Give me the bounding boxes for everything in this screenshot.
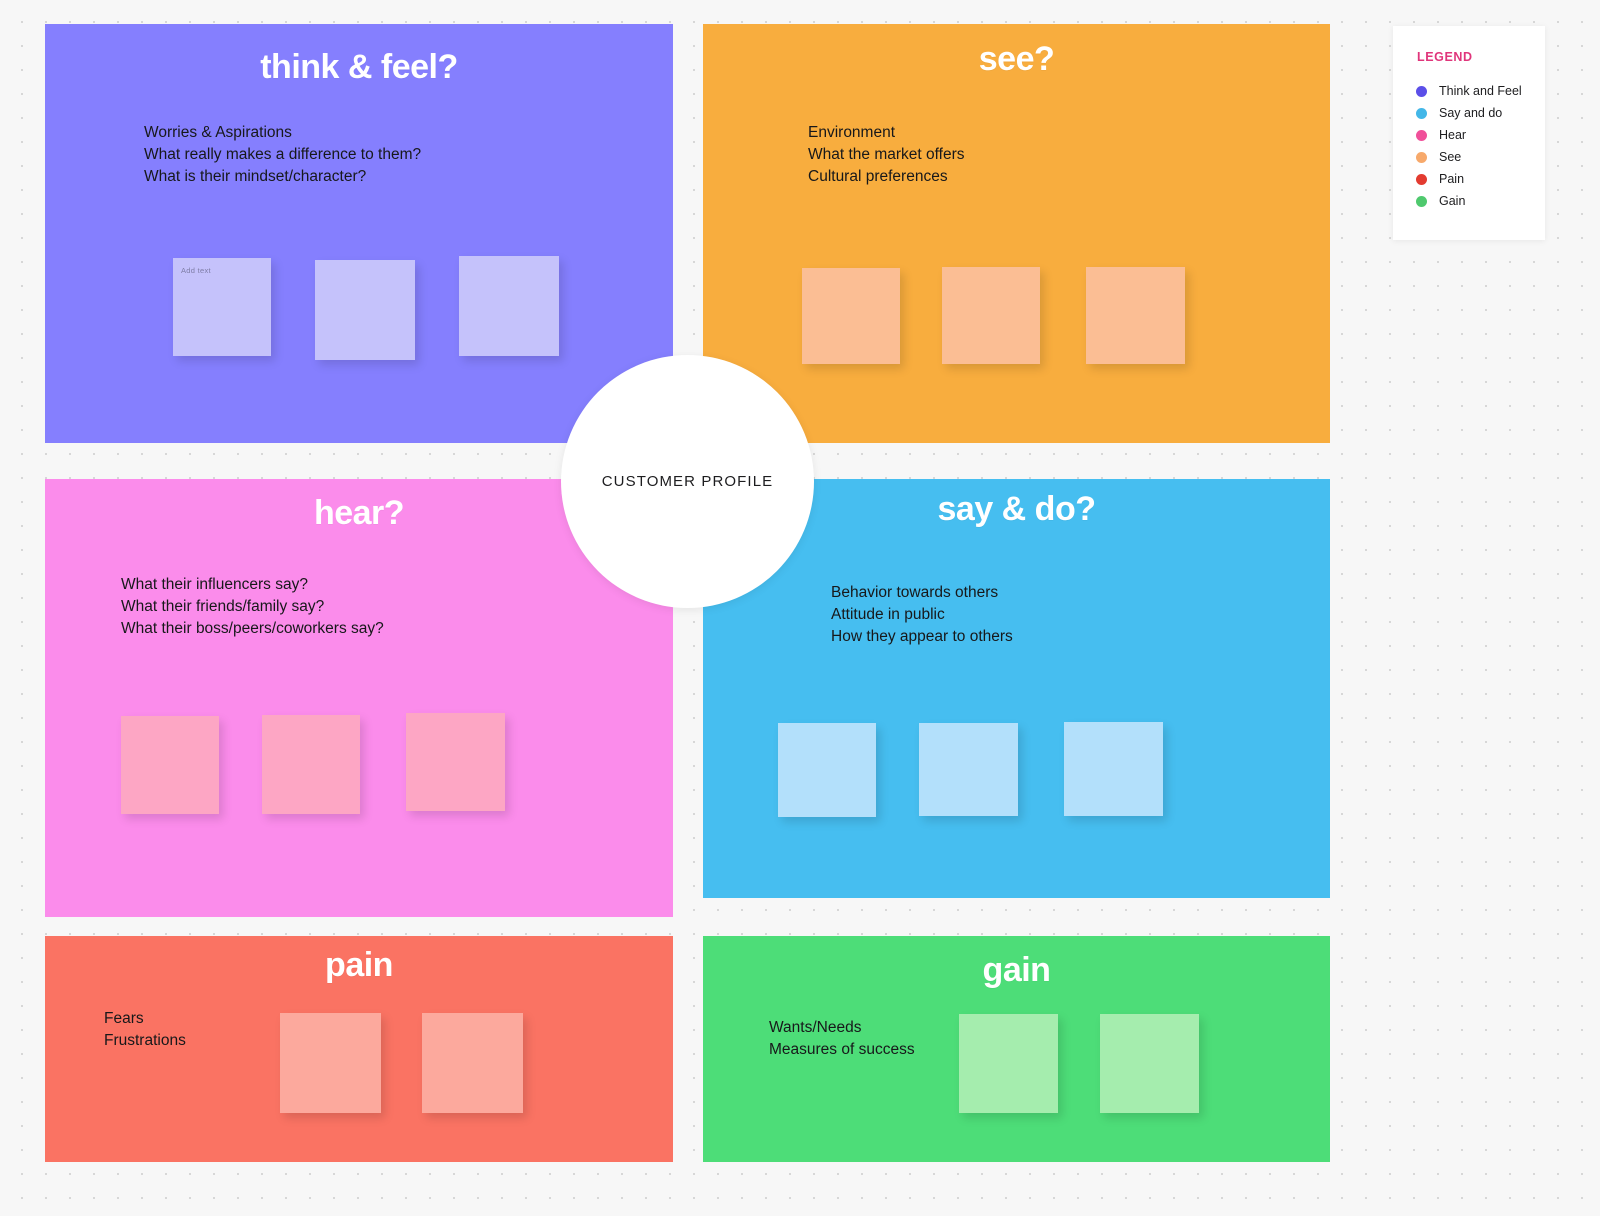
quadrant-title-say-do: say & do?: [937, 490, 1096, 528]
prompt-line: What the market offers: [808, 146, 965, 163]
sticky-note[interactable]: [1064, 722, 1163, 816]
prompt-line: What their boss/peers/coworkers say?: [121, 620, 384, 637]
prompt-line: Fears: [104, 1010, 144, 1027]
prompt-line: Attitude in public: [831, 606, 945, 623]
quadrant-title-think-feel: think & feel?: [260, 48, 458, 86]
prompt-line: What is their mindset/character?: [144, 168, 367, 185]
legend-item-hear: Hear: [1416, 124, 1545, 146]
quadrant-gain[interactable]: gain Wants/Needs Measures of success: [703, 936, 1330, 1162]
quadrant-prompts-say-do: Behavior towards others Attitude in publ…: [831, 582, 1231, 648]
legend-item-pain: Pain: [1416, 168, 1545, 190]
sticky-note[interactable]: Add text: [173, 258, 271, 356]
quadrant-think-feel[interactable]: think & feel? Worries & Aspirations What…: [45, 24, 673, 443]
quadrant-prompts-gain: Wants/Needs Measures of success: [769, 1017, 1029, 1061]
customer-profile-circle[interactable]: CUSTOMER PROFILE: [561, 355, 814, 608]
legend-item-label: See: [1439, 150, 1462, 164]
legend-title: LEGEND: [1417, 50, 1473, 64]
legend-item-label: Say and do: [1439, 106, 1503, 120]
prompt-line: How they appear to others: [831, 628, 1013, 645]
prompt-line: Cultural preferences: [808, 168, 948, 185]
legend-dot-icon: [1416, 85, 1427, 97]
quadrant-title-pain: pain: [325, 946, 393, 984]
legend-item-label: Think and Feel: [1439, 84, 1522, 98]
sticky-note[interactable]: [1086, 267, 1185, 364]
sticky-note[interactable]: [422, 1013, 523, 1113]
legend-item-label: Gain: [1439, 194, 1466, 208]
sticky-note[interactable]: [315, 260, 415, 360]
quadrant-prompts-hear: What their influencers say? What their f…: [121, 574, 551, 640]
prompt-line: Environment: [808, 124, 896, 141]
legend-item-think-and-feel: Think and Feel: [1416, 80, 1545, 102]
legend-item-say-and-do: Say and do: [1416, 102, 1545, 124]
legend-item-gain: Gain: [1416, 190, 1545, 212]
sticky-note[interactable]: [919, 723, 1018, 816]
sticky-note[interactable]: [802, 268, 900, 364]
quadrant-pain[interactable]: pain Fears Frustrations: [45, 936, 673, 1162]
legend-item-label: Pain: [1439, 172, 1465, 186]
prompt-line: Behavior towards others: [831, 584, 999, 601]
legend-item-see: See: [1416, 146, 1545, 168]
quadrant-see[interactable]: see? Environment What the market offers …: [703, 24, 1330, 443]
quadrant-prompts-see: Environment What the market offers Cultu…: [808, 122, 1198, 188]
sticky-note[interactable]: [942, 267, 1040, 364]
sticky-note[interactable]: [1100, 1014, 1199, 1113]
sticky-note[interactable]: [959, 1014, 1058, 1113]
sticky-note-placeholder[interactable]: Add text: [181, 266, 211, 275]
prompt-line: Worries & Aspirations: [144, 124, 292, 141]
legend-list: Think and Feel Say and do Hear See Pain …: [1393, 80, 1545, 212]
sticky-note[interactable]: [406, 713, 505, 811]
prompt-line: What their influencers say?: [121, 576, 308, 593]
sticky-note[interactable]: [459, 256, 559, 356]
sticky-note[interactable]: [778, 723, 876, 817]
legend-dot-icon: [1416, 195, 1427, 207]
quadrant-hear[interactable]: hear? What their influencers say? What t…: [45, 479, 673, 917]
prompt-line: Wants/Needs: [769, 1019, 862, 1036]
sticky-note[interactable]: [121, 716, 219, 814]
quadrant-title-hear: hear?: [313, 494, 405, 532]
prompt-line: What really makes a difference to them?: [144, 146, 422, 163]
quadrant-say-do[interactable]: say & do? Behavior towards others Attitu…: [703, 479, 1330, 898]
quadrant-prompts-pain: Fears Frustrations: [104, 1008, 304, 1052]
quadrant-title-gain: gain: [982, 951, 1051, 989]
prompt-line: Measures of success: [769, 1041, 915, 1058]
legend-item-label: Hear: [1439, 128, 1467, 142]
sticky-note[interactable]: [280, 1013, 381, 1113]
legend-panel: LEGEND Think and Feel Say and do Hear Se…: [1393, 26, 1545, 240]
customer-profile-label: CUSTOMER PROFILE: [601, 473, 774, 490]
legend-dot-icon: [1416, 129, 1427, 141]
legend-dot-icon: [1416, 151, 1427, 163]
legend-dot-icon: [1416, 107, 1427, 119]
quadrant-prompts-think-feel: Worries & Aspirations What really makes …: [144, 122, 534, 188]
prompt-line: Frustrations: [104, 1032, 186, 1049]
quadrant-title-see: see?: [978, 40, 1055, 78]
sticky-note[interactable]: [262, 715, 360, 814]
legend-dot-icon: [1416, 173, 1427, 185]
prompt-line: What their friends/family say?: [121, 598, 325, 615]
